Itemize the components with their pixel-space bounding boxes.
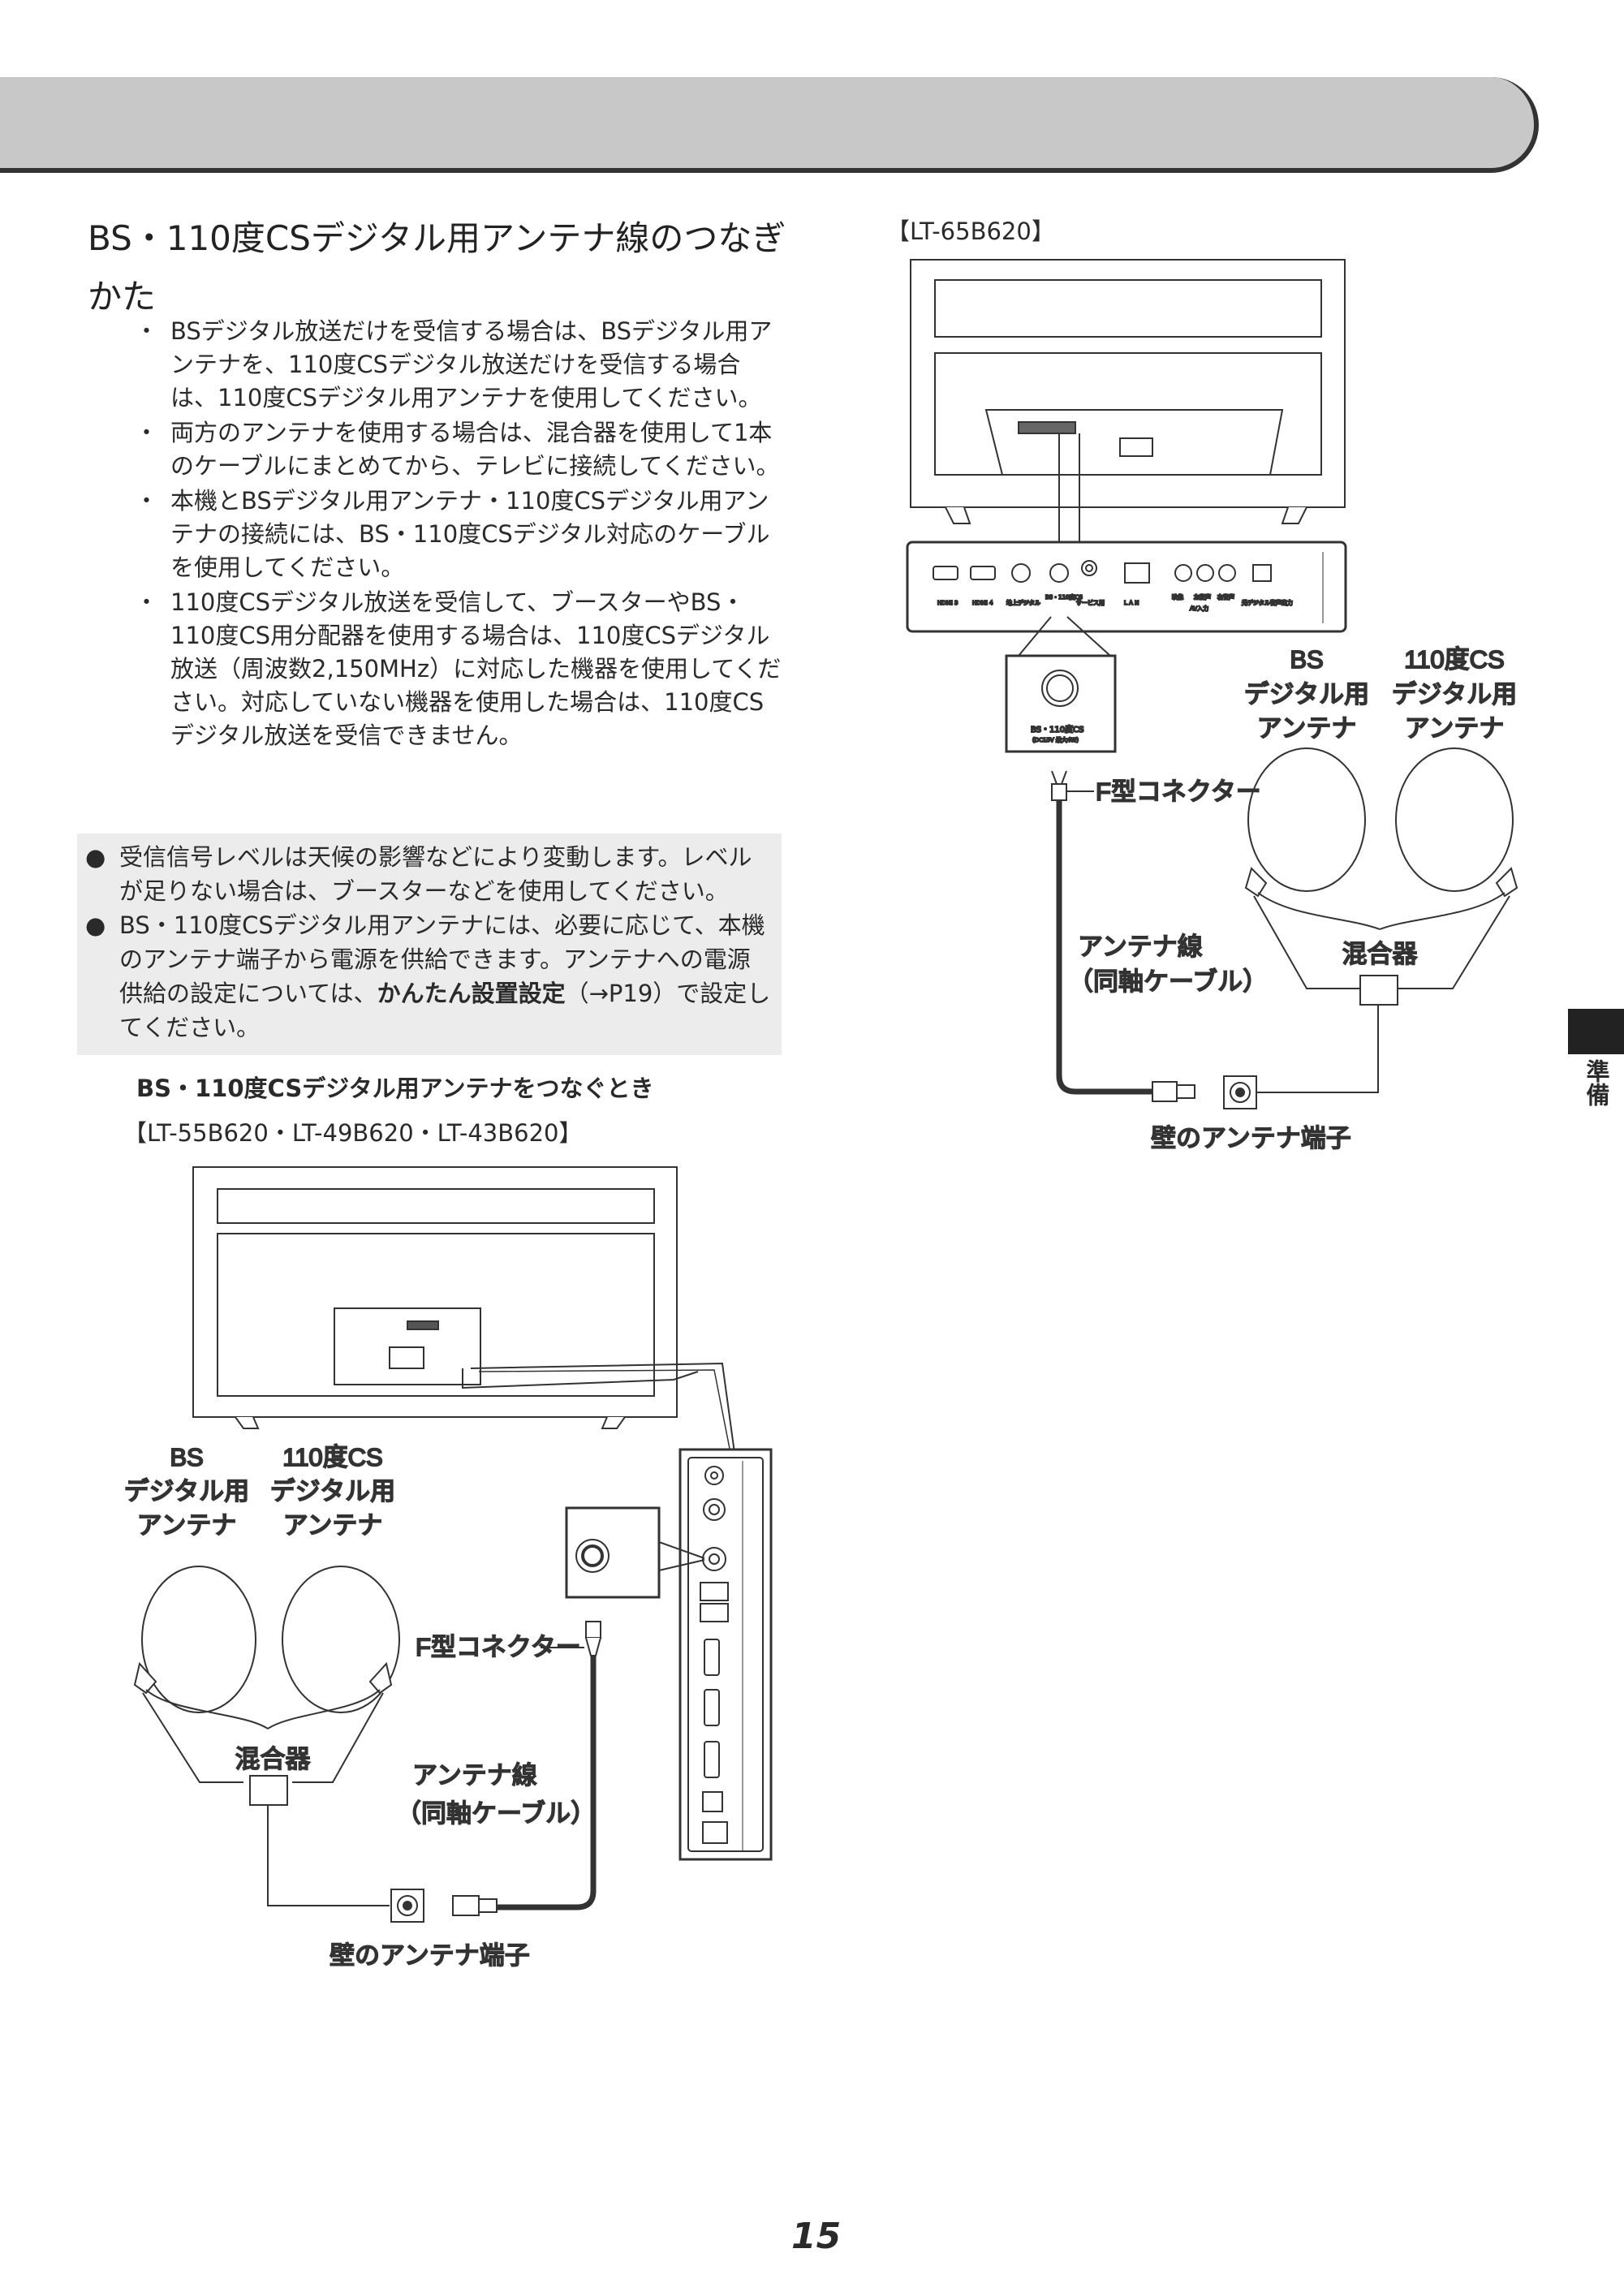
model-label-right: 【LT-65B620】 xyxy=(886,218,1055,245)
av-in-label: AV入力 xyxy=(1190,605,1208,612)
wall-terminal-left xyxy=(390,1889,498,1923)
note-text: （→P19）で設定してください。 xyxy=(119,980,771,1041)
page-title: BS・110度CSデジタル用アンテナ線のつなぎかた xyxy=(88,218,786,317)
antenna-wire-label-right: アンテナ線 xyxy=(1078,933,1203,961)
port-callout-right: BS・110度CS (DC15V 最大4W) xyxy=(1005,616,1117,753)
setup-link-text: かんたん設置設定 xyxy=(377,980,566,1007)
callout-power-label: (DC15V 最大4W) xyxy=(1032,736,1079,743)
coax-label-left: （同軸ケーブル） xyxy=(396,1799,596,1828)
cs-label-right: 110度CS xyxy=(1404,645,1505,674)
sub-heading: BS・110度CSデジタル用アンテナをつなぐとき xyxy=(136,1075,654,1102)
lan-label: L A N xyxy=(1124,600,1139,606)
antenna-label-right: アンテナ xyxy=(1405,714,1505,743)
bullet-item: 両方のアンテナを使用する場合は、混合器を使用して1本のケーブルにまとめてから、テ… xyxy=(135,416,787,483)
note-box: 受信信号レベルは天候の影響などにより変動します。レベルが足りない場合は、ブースタ… xyxy=(77,834,782,1055)
digital-label-right: デジタル用 xyxy=(1392,680,1517,709)
port-callout-left xyxy=(565,1506,705,1599)
video-label: 映像 xyxy=(1172,593,1183,601)
note-item: BS・110度CSデジタル用アンテナには、必要に応じて、本機のアンテナ端子から電… xyxy=(85,908,773,1045)
hdmi3-label: HDMI 3 xyxy=(937,600,958,606)
model-label-left: 【LT-55B620・LT-49B620・LT-43B620】 xyxy=(123,1119,583,1147)
optical-label: 光デジタル音声出力 xyxy=(1242,599,1293,606)
header-bar xyxy=(0,77,1539,173)
terminal-labels: HDMI 3 HDMI 4 地上デジタル BS・110度CS サービス用 L A… xyxy=(937,592,1294,613)
terminal-strip xyxy=(906,541,1347,633)
f-connector-left xyxy=(495,1621,601,1910)
antenna-label-left: アンテナ xyxy=(137,1511,237,1540)
hdmi4-label: HDMI 4 xyxy=(972,600,993,606)
audio-r-label: 右音声 xyxy=(1217,593,1234,601)
wall-terminal-right xyxy=(1223,1075,1257,1109)
bullet-item: 110度CSデジタル放送を受信して、ブースターやBS・110度CS用分配器を使用… xyxy=(135,586,787,752)
wall-terminal-label-right: 壁のアンテナ端子 xyxy=(1151,1124,1351,1152)
f-connector-right xyxy=(1051,770,1195,1102)
service-label: サービス用 xyxy=(1076,599,1105,606)
tv-back-left xyxy=(192,1166,735,1454)
mixer-label-right: 混合器 xyxy=(1342,940,1418,968)
f-connector-label-right: F型コネクター xyxy=(1096,778,1261,806)
side-section-label: 準備 xyxy=(1583,1059,1610,1106)
note-list: 受信信号レベルは天候の影響などにより変動します。レベルが足りない場合は、ブースタ… xyxy=(77,834,782,1045)
antenna-label-left: アンテナ xyxy=(283,1511,383,1540)
audio-l-label: 左音声 xyxy=(1194,593,1211,601)
note-text: BS・110度CSデジタル用アンテナには、必要に応じて、本機のアンテナ端子から電… xyxy=(119,911,765,1007)
coax-label-right: （同軸ケーブル） xyxy=(1068,967,1268,996)
note-item: 受信信号レベルは天候の影響などにより変動します。レベルが足りない場合は、ブースタ… xyxy=(85,840,773,908)
bs-port-label: BS・110度CS xyxy=(1045,593,1083,601)
terrestrial-label: 地上デジタル xyxy=(1006,599,1040,606)
callout-bs-label: BS・110度CS xyxy=(1031,724,1083,734)
digital-label-right: デジタル用 xyxy=(1244,680,1369,709)
bullet-list: BSデジタル放送だけを受信する場合は、BSデジタル用アンテナを、110度CSデジ… xyxy=(135,315,787,754)
page-number: 15 xyxy=(791,2216,842,2257)
mixer-label-left: 混合器 xyxy=(235,1745,311,1773)
cs-label-left: 110度CS xyxy=(282,1443,383,1471)
wall-terminal-label-left: 壁のアンテナ端子 xyxy=(330,1941,530,1970)
digital-label-left: デジタル用 xyxy=(270,1477,395,1506)
antenna-dishes-left xyxy=(133,1566,400,1806)
bs-label-left: BS xyxy=(170,1443,203,1471)
bs-label-right: BS xyxy=(1290,645,1323,674)
tv-back-right xyxy=(910,259,1346,542)
antenna-label-right: アンテナ xyxy=(1257,714,1357,743)
bullet-item: 本機とBSデジタル用アンテナ・110度CSデジタル用アンテナの接続には、BS・1… xyxy=(135,485,787,584)
bullet-item: BSデジタル放送だけを受信する場合は、BSデジタル用アンテナを、110度CSデジ… xyxy=(135,315,787,415)
antenna-wire-label-left: アンテナ線 xyxy=(412,1761,537,1790)
antenna-dishes-right xyxy=(1244,747,1518,1006)
digital-label-left: デジタル用 xyxy=(124,1477,249,1506)
tv-side-panel xyxy=(678,1448,773,1861)
side-tab xyxy=(1568,1009,1624,1054)
